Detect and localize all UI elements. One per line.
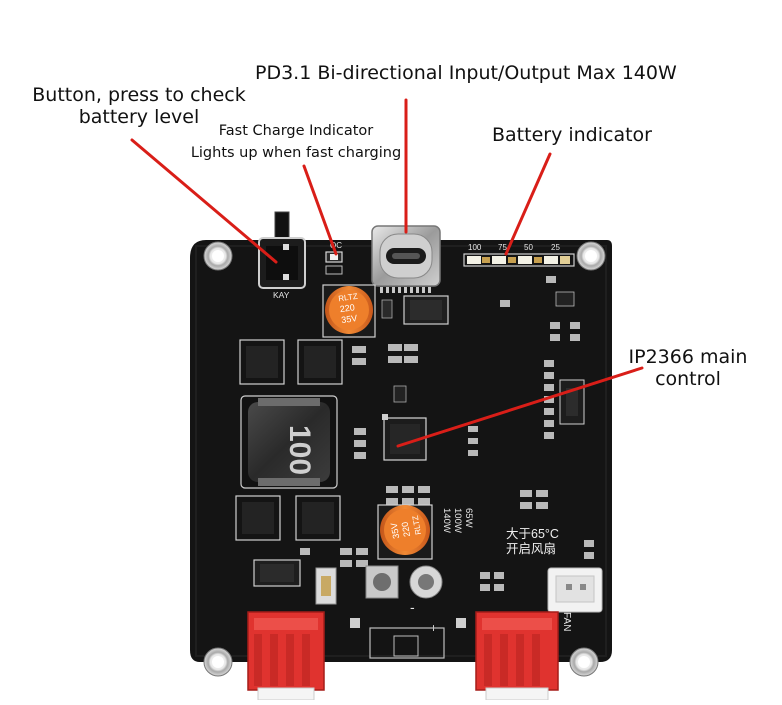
fan-connector [547,567,603,613]
mounting-hole [569,647,599,677]
fan-note-1: 大于65°C [506,527,559,541]
mosfet [235,495,281,541]
led-label-50: 50 [524,243,533,252]
arrow-battery-leds [504,152,552,256]
ip2366-main-ic [382,414,427,461]
cap-top-text-3: 35V [341,313,358,325]
mounting-hole [576,241,606,271]
cap-bottom-text-3: 35V [389,522,402,540]
cap-top-text-1: RLTZ [338,292,359,304]
fan-silkscreen: FAN [561,612,572,631]
battery-connector-right [475,611,559,701]
label-button-line2: battery level [78,106,200,128]
fan-note-2: 开启风扇 [506,541,556,556]
battery-leds [463,253,575,267]
rating-140w: 140W [441,508,452,533]
led-label-75: 75 [498,243,507,252]
led-label-25: 25 [551,243,560,252]
mounting-hole [203,241,233,271]
arrow-button [130,138,278,264]
terminal-pads [365,565,443,599]
label-button-line1: Button, press to check [32,84,246,106]
label-button: Button, press to check battery level [32,84,246,128]
qc-silkscreen: QC [330,241,342,250]
key-silkscreen: KAY [273,290,290,300]
label-fast-charge-line1: Fast Charge Indicator [218,123,374,139]
mounting-hole [203,647,233,677]
battery-connector-left [247,611,325,701]
label-main-control: IP2366 main control [626,346,750,390]
cap-bottom-text-1: RLTZ [411,515,423,536]
rating-100w: 100W [452,508,463,533]
mosfet [239,339,285,385]
minus-mark: - [410,599,415,615]
inductor-marking: 100 [283,425,316,475]
led-label-100: 100 [468,243,482,252]
cap-top-text-2: 220 [339,302,355,314]
inductor: 100 [240,395,338,489]
label-battery-indicator: Battery indicator [492,124,652,146]
usb-c-port [371,225,441,293]
label-fast-charge: Fast Charge Indicator Lights up when fas… [190,120,402,164]
mosfet [297,339,343,385]
label-fast-charge-line2: Lights up when fast charging [190,145,402,161]
cap-bottom-text-2: 220 [400,521,412,538]
smd-resistors [300,276,594,591]
label-pd-input-output: PD3.1 Bi-directional Input/Output Max 14… [255,62,677,84]
label-main-control-line2: control [655,368,721,390]
rating-65w: 65W [463,508,474,528]
push-button [258,211,306,289]
capacitor-bottom: RLTZ 220 35V [377,504,433,560]
capacitor-top: RLTZ 220 35V [322,284,376,338]
mosfet [295,495,341,541]
arrow-ip2366 [396,366,644,448]
arrow-fast-charge [302,164,338,256]
fast-charge-led [325,251,343,263]
label-main-control-line1: IP2366 main [628,346,748,368]
